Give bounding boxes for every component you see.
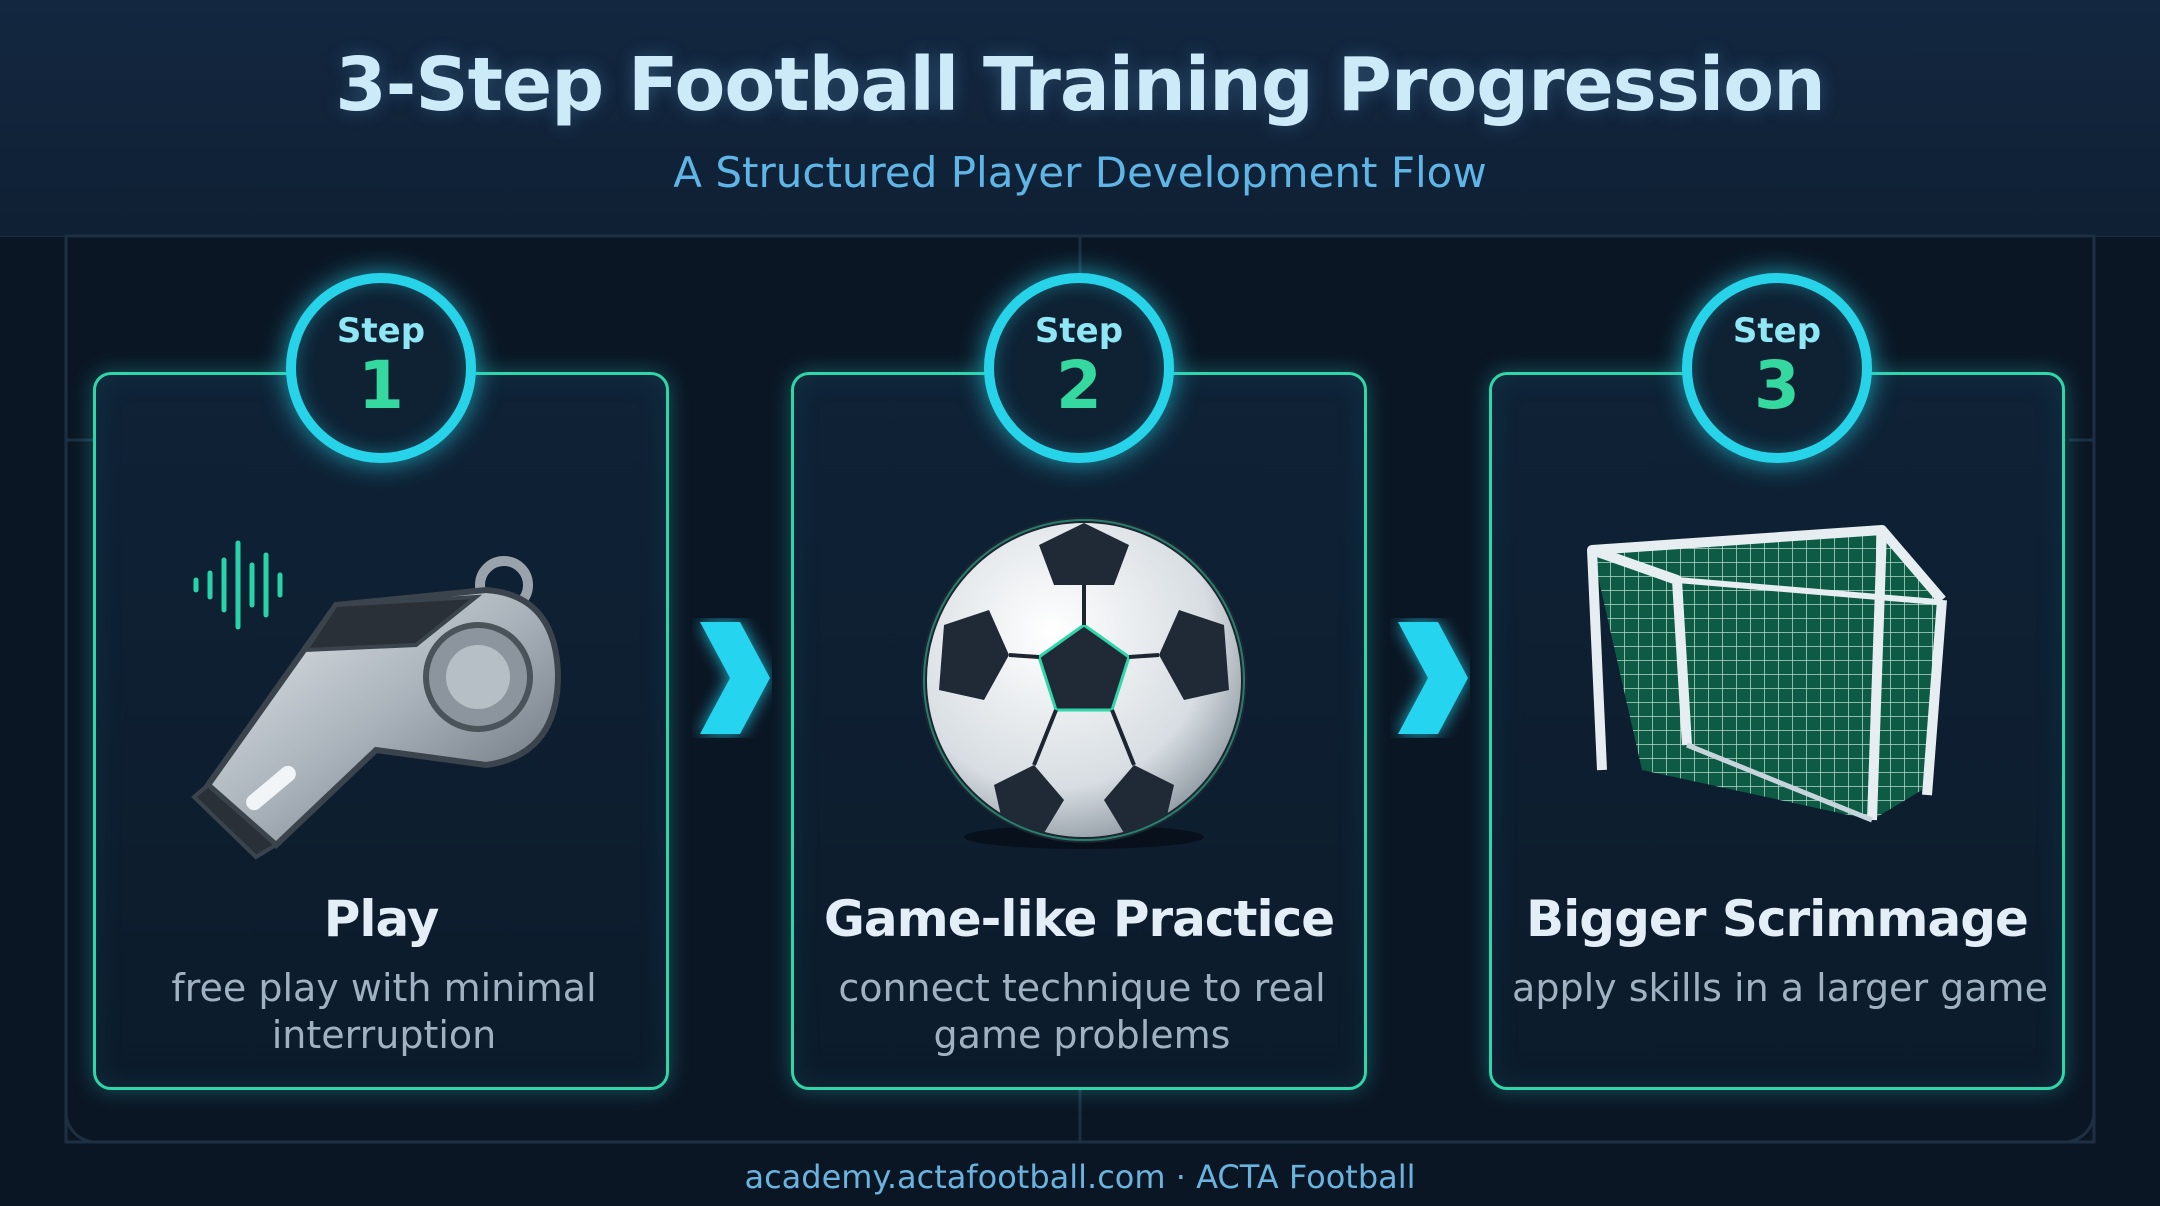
chevron-right-icon xyxy=(700,622,770,734)
step-card-1: Play free play with minimal interruption xyxy=(93,372,669,1090)
badge-label: Step xyxy=(1034,311,1124,351)
footer-credit: academy.actafootball.com · ACTA Football xyxy=(744,1158,1416,1196)
whistle-icon xyxy=(191,540,562,860)
badge-label: Step xyxy=(336,311,426,351)
step-title: Play xyxy=(323,890,440,948)
header-band: 3-Step Football Training Progression A S… xyxy=(0,0,2160,237)
page-subtitle: A Structured Player Development Flow xyxy=(673,148,1487,197)
step-card-3: Bigger Scrimmage apply skills in a large… xyxy=(1489,372,2065,1090)
step-description: apply skills in a larger game xyxy=(1512,966,2048,1010)
step-badge-2: Step 2 xyxy=(984,273,1174,463)
step-title: Game-like Practice xyxy=(823,890,1335,948)
step-card-2: Game-like Practice connect technique to … xyxy=(791,372,1367,1090)
goal-net-icon xyxy=(1587,525,1947,823)
chevron-right-icon xyxy=(1398,622,1468,734)
badge-number: 1 xyxy=(358,347,404,424)
step-badge-3: Step 3 xyxy=(1682,273,1872,463)
step-description: connect technique to real game problems xyxy=(838,966,1326,1057)
soccer-ball-icon xyxy=(921,517,1247,849)
step-title: Bigger Scrimmage xyxy=(1526,890,2029,948)
step-badge-1: Step 1 xyxy=(286,273,476,463)
badge-label: Step xyxy=(1732,311,1822,351)
badge-number: 3 xyxy=(1754,347,1800,424)
badge-number: 2 xyxy=(1056,347,1102,424)
step-description: free play with minimal interruption xyxy=(171,966,597,1057)
page-title: 3-Step Football Training Progression xyxy=(335,42,1826,128)
